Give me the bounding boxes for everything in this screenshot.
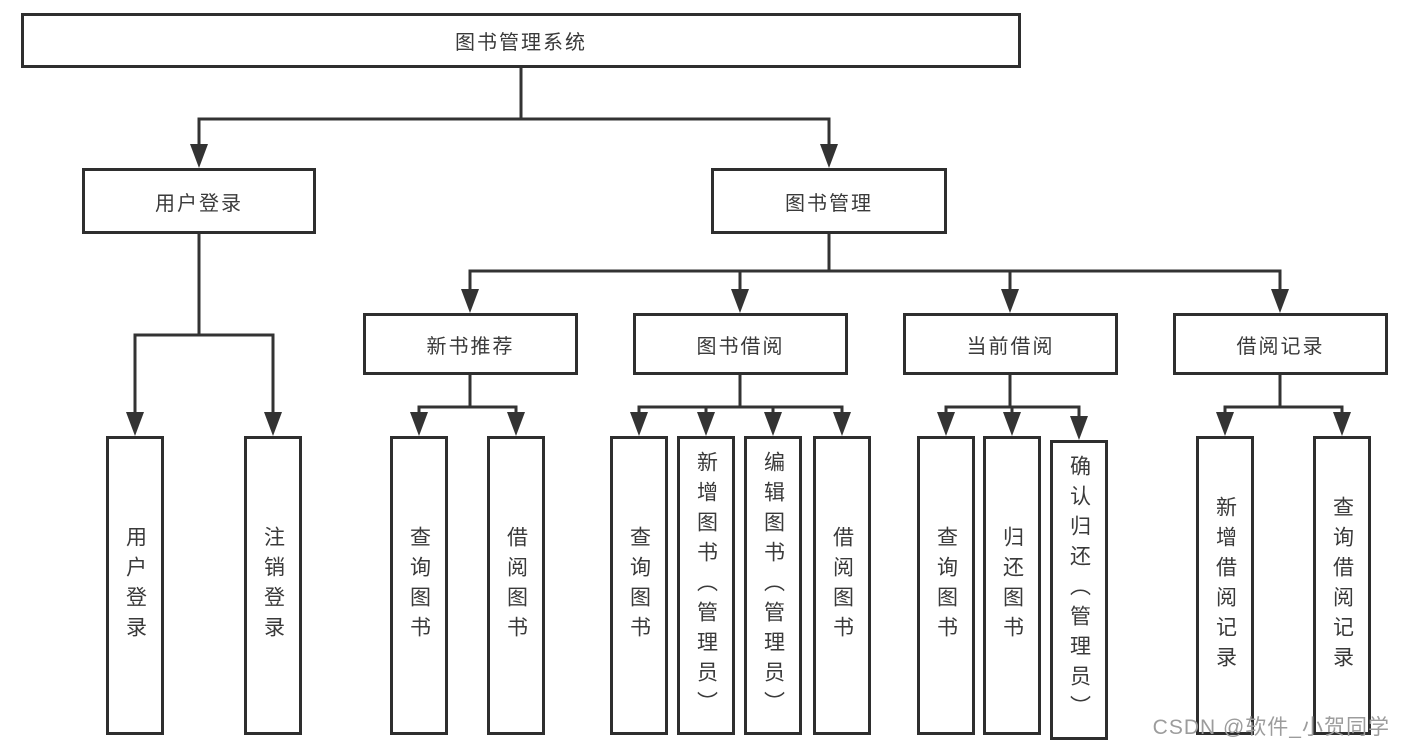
leaf-borrow-books: 借阅图书 [813, 436, 871, 735]
leaf-logout: 注销登录 [244, 436, 302, 735]
leaf-borrow-books-recommend: 借阅图书 [487, 436, 545, 735]
leaf-label: 查询图书 [627, 525, 651, 646]
connector-lines [133, 66, 1344, 420]
leaf-query-books-recommend: 查询图书 [390, 436, 448, 735]
arrowheads [126, 144, 1351, 440]
csdn-watermark: CSDN @软件_小贺同学 [1152, 716, 1390, 739]
leaf-query-books-current: 查询图书 [917, 436, 975, 735]
leaf-label: 查询图书 [934, 525, 958, 646]
leaf-label: 新增图书（管理员） [694, 450, 718, 721]
node-book-borrowing: 图书借阅 [633, 313, 848, 375]
leaf-label: 借阅图书 [830, 525, 854, 646]
leaf-query-books-borrowing: 查询图书 [610, 436, 668, 735]
leaf-label: 归还图书 [1000, 525, 1024, 646]
leaf-add-books-admin: 新增图书（管理员） [677, 436, 735, 735]
leaf-label: 用户登录 [123, 525, 147, 646]
leaf-label: 查询借阅记录 [1330, 495, 1354, 676]
leaf-label: 注销登录 [261, 525, 285, 646]
leaf-label: 借阅图书 [504, 525, 528, 646]
leaf-query-borrow-record: 查询借阅记录 [1313, 436, 1371, 735]
leaf-label: 编辑图书（管理员） [761, 450, 785, 721]
leaf-label: 新增借阅记录 [1213, 495, 1237, 676]
leaf-edit-books-admin: 编辑图书（管理员） [744, 436, 802, 735]
leaf-confirm-return-admin: 确认归还（管理员） [1050, 440, 1108, 740]
node-user-login: 用户登录 [82, 168, 316, 234]
node-borrowing-records: 借阅记录 [1173, 313, 1388, 375]
leaf-user-login: 用户登录 [106, 436, 164, 735]
node-book-management: 图书管理 [711, 168, 947, 234]
leaf-add-borrow-record: 新增借阅记录 [1196, 436, 1254, 735]
node-current-borrowing: 当前借阅 [903, 313, 1118, 375]
leaf-label: 查询图书 [407, 525, 431, 646]
leaf-label: 确认归还（管理员） [1067, 455, 1091, 725]
leaf-return-books: 归还图书 [983, 436, 1041, 735]
node-new-book-recommendation: 新书推荐 [363, 313, 578, 375]
node-library-management-system: 图书管理系统 [21, 13, 1021, 68]
